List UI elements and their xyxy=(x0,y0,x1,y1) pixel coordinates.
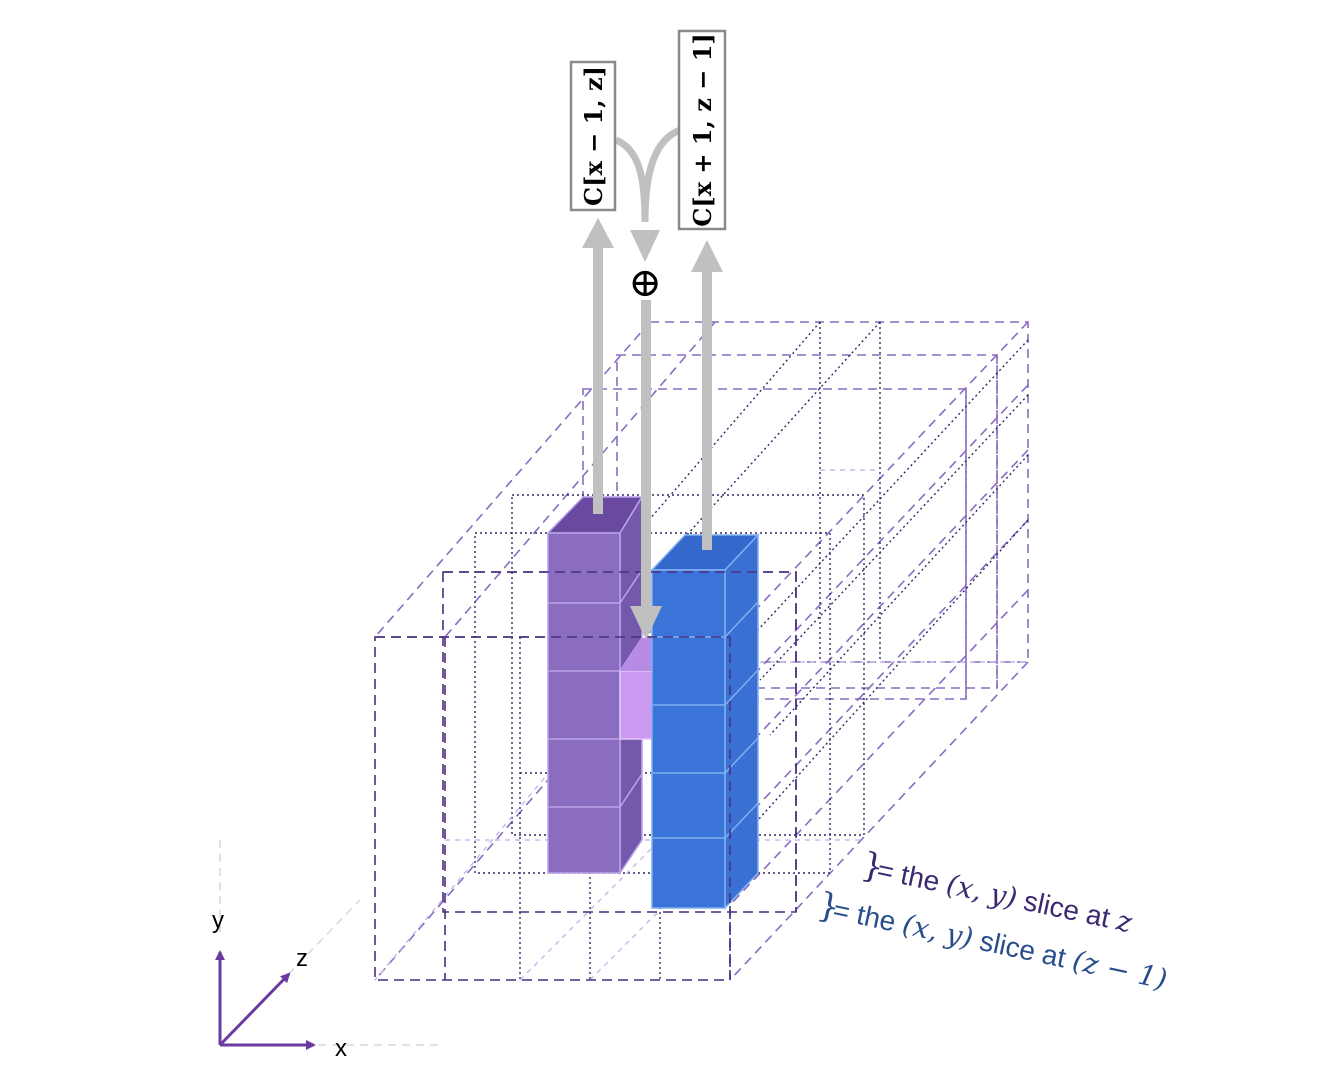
label-right-column: C[x + 1, z − 1] xyxy=(677,29,727,231)
x-axis-label: x xyxy=(335,1035,347,1062)
arrowhead-up-left xyxy=(582,218,614,248)
combine-symbol: ⊕ xyxy=(628,260,662,306)
arrowhead-up-right xyxy=(691,240,723,272)
merge-curve-left xyxy=(614,136,649,223)
z-axis-arrow xyxy=(218,972,291,1047)
label-left-column-text: C[x − 1, z] xyxy=(579,66,608,206)
blue-column xyxy=(650,533,760,910)
highlight-cell-top xyxy=(620,638,660,671)
highlight-cell xyxy=(619,670,655,740)
axes: y z x xyxy=(212,840,440,1062)
label-left-column: C[x − 1, z] xyxy=(569,60,617,212)
label-right-column-text: C[x + 1, z − 1] xyxy=(688,33,717,227)
front-overlay xyxy=(375,571,797,980)
arrows xyxy=(582,126,723,640)
purple-column xyxy=(546,494,660,876)
blue-column-front xyxy=(651,569,726,909)
purple-column-front xyxy=(547,532,621,874)
merge-curve-right xyxy=(641,126,682,223)
y-axis-label: y xyxy=(212,907,224,934)
arrowhead-down-top xyxy=(630,230,660,262)
z-axis-label: z xyxy=(296,945,308,972)
arrowhead-down-center xyxy=(630,606,662,640)
